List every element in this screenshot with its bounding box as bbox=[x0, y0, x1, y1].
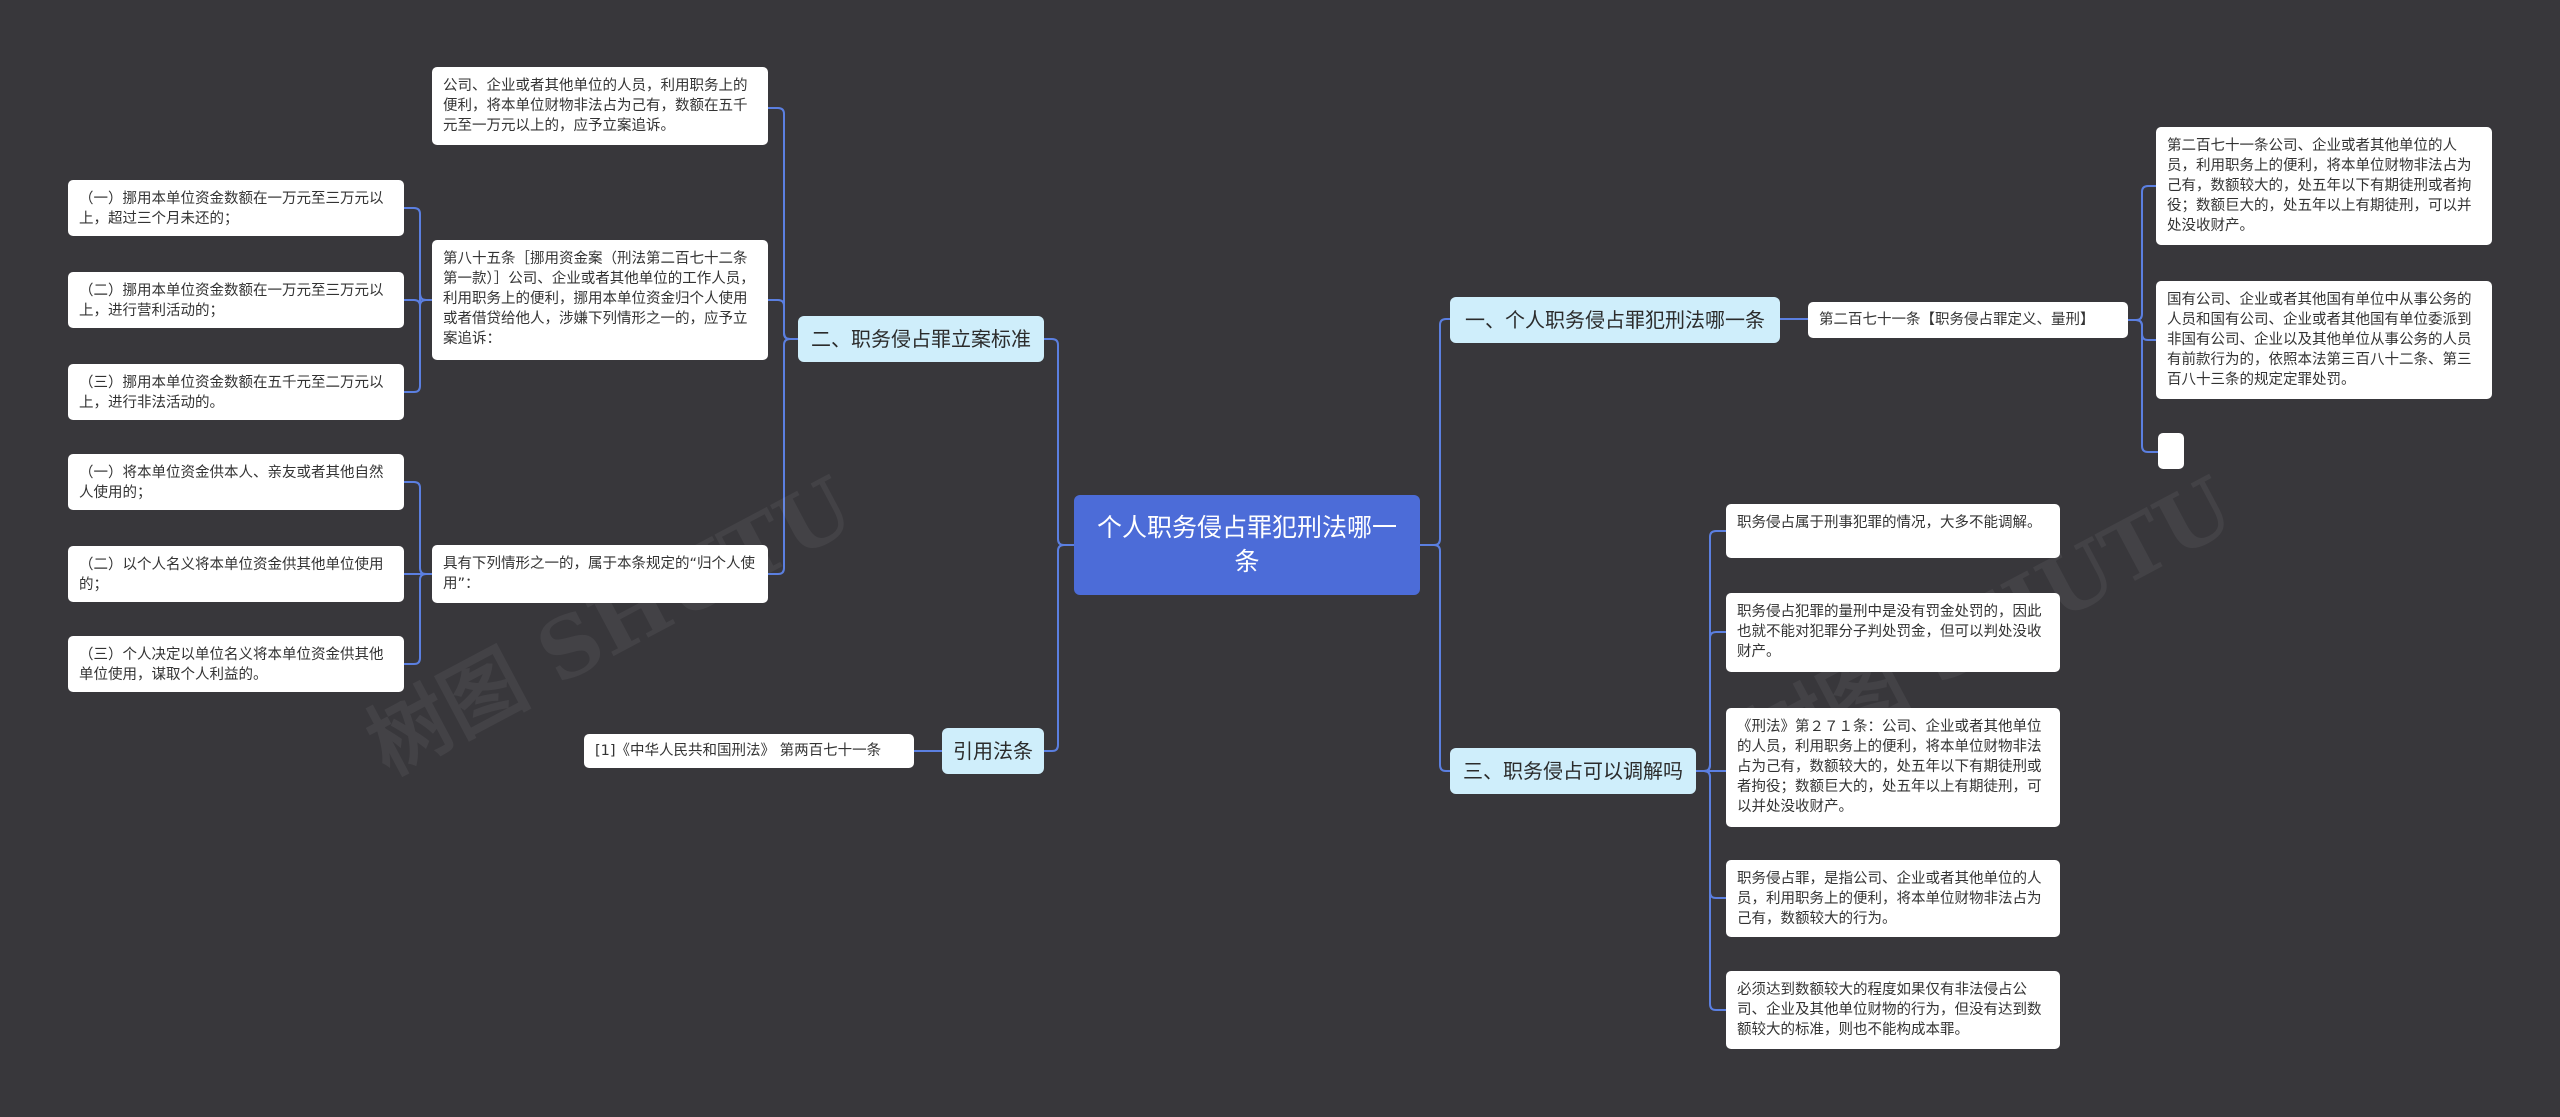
link-sub-leaf3 bbox=[2128, 319, 2158, 453]
branch-filing-standard[interactable]: 二、职务侵占罪立案标准 bbox=[798, 316, 1044, 362]
link-root-b3 bbox=[1420, 544, 1450, 772]
link-root-b4 bbox=[1044, 544, 1074, 752]
leaf-personal-use-item-3[interactable]: （三）个人决定以单位名义将本单位资金供其他单位使用，谋取个人利益的。 bbox=[68, 636, 404, 692]
link-root-b2 bbox=[1044, 338, 1074, 546]
link-b3-i4 bbox=[1696, 770, 1726, 1011]
link-b2-gui bbox=[768, 338, 798, 575]
link-art85-i2 bbox=[404, 299, 432, 393]
leaf-art85-item-1[interactable]: （一）挪用本单位资金数额在一万元至三万元以上，超过三个月未还的； bbox=[68, 180, 404, 236]
leaf-mediation-3[interactable]: 《刑法》第２７１条：公司、企业或者其他单位的人员，利用职务上的便利，将本单位财物… bbox=[1726, 708, 2060, 827]
leaf-mediation-4[interactable]: 职务侵占罪，是指公司、企业或者其他单位的人员，利用职务上的便利，将本单位财物非法… bbox=[1726, 860, 2060, 937]
link-b2-art85 bbox=[768, 299, 798, 340]
leaf-article-85[interactable]: 第八十五条［挪用资金案（刑法第二百七十二条第一款）］公司、企业或者其他单位的工作… bbox=[432, 240, 768, 360]
sub-article-271[interactable]: 第二百七十一条【职务侵占罪定义、量刑】 bbox=[1808, 302, 2128, 338]
root-topic[interactable]: 个人职务侵占罪犯刑法哪一条 bbox=[1074, 495, 1420, 595]
leaf-filing-embezzlement[interactable]: 公司、企业或者其他单位的人员，利用职务上的便利，将本单位财物非法占为己有，数额在… bbox=[432, 67, 768, 145]
link-gui-i0 bbox=[404, 481, 432, 575]
leaf-art85-item-2[interactable]: （二）挪用本单位资金数额在一万元至三万元以上，进行营利活动的； bbox=[68, 272, 404, 328]
link-root-b1 bbox=[1420, 318, 1450, 546]
leaf-article-271-para1[interactable]: 第二百七十一条公司、企业或者其他单位的人员，利用职务上的便利，将本单位财物非法占… bbox=[2156, 127, 2492, 245]
link-art85-i0 bbox=[404, 207, 432, 301]
leaf-cited-criminal-law[interactable]: [1]《中华人民共和国刑法》 第两百七十一条 bbox=[584, 734, 914, 768]
link-b3-i1 bbox=[1696, 631, 1726, 772]
link-gui-i2 bbox=[404, 573, 432, 665]
leaf-personal-use[interactable]: 具有下列情形之一的，属于本条规定的“归个人使用”： bbox=[432, 545, 768, 603]
branch-which-article[interactable]: 一、个人职务侵占罪犯刑法哪一条 bbox=[1450, 297, 1780, 343]
leaf-mediation-5[interactable]: 必须达到数额较大的程度如果仅有非法侵占公司、企业及其他单位财物的行为，但没有达到… bbox=[1726, 971, 2060, 1049]
leaf-empty[interactable] bbox=[2158, 433, 2184, 469]
leaf-article-271-para2[interactable]: 国有公司、企业或者其他国有单位中从事公务的人员和国有公司、企业或者其他国有单位委… bbox=[2156, 281, 2492, 399]
leaf-mediation-1[interactable]: 职务侵占属于刑事犯罪的情况，大多不能调解。 bbox=[1726, 504, 2060, 558]
branch-mediation[interactable]: 三、职务侵占可以调解吗 bbox=[1450, 748, 1696, 794]
leaf-personal-use-item-2[interactable]: （二）以个人名义将本单位资金供其他单位使用的； bbox=[68, 546, 404, 602]
leaf-personal-use-item-1[interactable]: （一）将本单位资金供本人、亲友或者其他自然人使用的； bbox=[68, 454, 404, 510]
link-sub-leaf1 bbox=[2128, 185, 2156, 321]
leaf-mediation-2[interactable]: 职务侵占犯罪的量刑中是没有罚金处罚的，因此也就不能对犯罪分子判处罚金，但可以判处… bbox=[1726, 593, 2060, 672]
branch-cited-law[interactable]: 引用法条 bbox=[942, 728, 1044, 774]
leaf-art85-item-3[interactable]: （三）挪用本单位资金数额在五千元至二万元以上，进行非法活动的。 bbox=[68, 364, 404, 420]
